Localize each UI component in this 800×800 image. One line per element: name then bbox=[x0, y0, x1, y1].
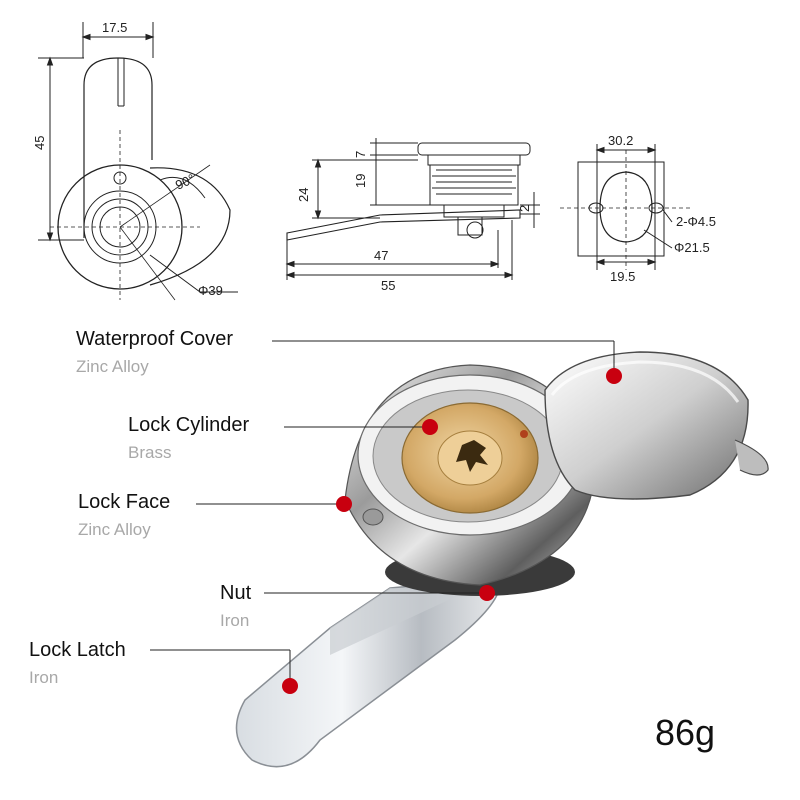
label-lock-latch: Lock Latch bbox=[29, 639, 126, 661]
label-lock-face: Lock Face bbox=[78, 491, 171, 513]
material-lock-cylinder: Brass bbox=[128, 443, 172, 462]
material-nut: Iron bbox=[220, 611, 250, 630]
material-waterproof-cover: Zinc Alloy bbox=[76, 357, 149, 376]
cutout-diameter-dim: Φ21.5 bbox=[674, 240, 710, 255]
side-overall-length-dim: 55 bbox=[381, 278, 395, 293]
cutout-drawing bbox=[560, 144, 690, 270]
front-height-dim: 45 bbox=[32, 136, 47, 150]
side-total-dim: 24 bbox=[296, 188, 311, 202]
lock-illustration bbox=[235, 351, 769, 768]
material-lock-face: Zinc Alloy bbox=[78, 520, 151, 539]
cutout-width-dim: 30.2 bbox=[608, 133, 633, 148]
marker-lock-face bbox=[336, 496, 352, 512]
side-mid-dim: 19 bbox=[353, 174, 368, 188]
label-waterproof-cover: Waterproof Cover bbox=[76, 328, 234, 350]
label-nut: Nut bbox=[220, 582, 252, 604]
front-diameter-dim: Φ39 bbox=[198, 283, 223, 298]
cutout-holes-dim: 2-Φ4.5 bbox=[676, 214, 716, 229]
front-view-drawing bbox=[38, 22, 238, 301]
label-lock-cylinder: Lock Cylinder bbox=[128, 414, 250, 436]
marker-lock-latch bbox=[282, 678, 298, 694]
weight-label: 86g bbox=[655, 712, 716, 753]
marker-lock-cylinder bbox=[422, 419, 438, 435]
marker-waterproof-cover bbox=[606, 368, 622, 384]
side-view-drawing bbox=[285, 138, 540, 280]
material-lock-latch: Iron bbox=[29, 668, 59, 687]
marker-nut bbox=[479, 585, 495, 601]
front-width-dim: 17.5 bbox=[102, 20, 127, 35]
side-gap-dim: 2 bbox=[517, 205, 532, 212]
side-inner-length-dim: 47 bbox=[374, 248, 388, 263]
cutout-inner-width-dim: 19.5 bbox=[610, 269, 635, 284]
side-top-dim: 7 bbox=[353, 151, 368, 158]
